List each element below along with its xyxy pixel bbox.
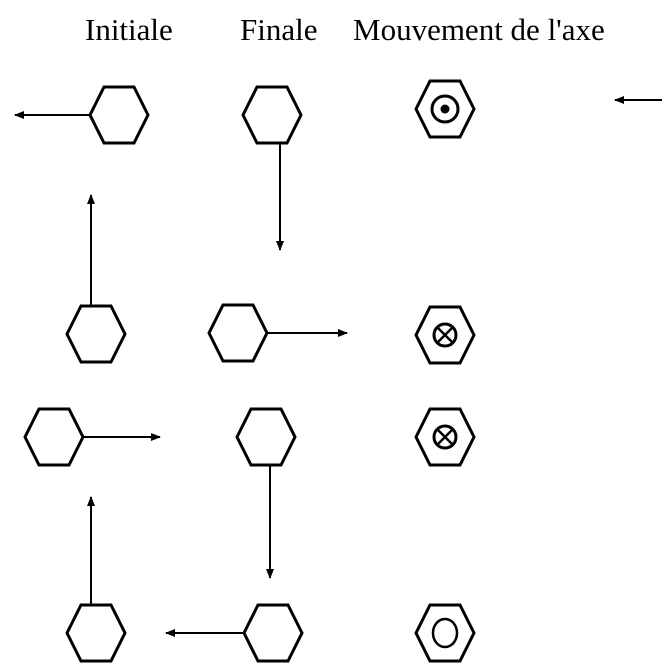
hexagon-row1-axis — [414, 79, 476, 139]
header-finale: Finale — [240, 12, 318, 47]
hexagon-row2-final — [207, 303, 269, 363]
hexagon-row3-initial — [23, 407, 85, 467]
dot-in-circle-icon — [430, 94, 460, 124]
cross-in-circle-icon — [432, 424, 458, 450]
hexagon-row3-final — [235, 407, 297, 467]
hexagon-row4-final — [242, 603, 304, 663]
hexagon-row2-initial — [65, 304, 127, 364]
hexagon-row4-axis — [414, 603, 476, 663]
hexagon-row4-initial — [65, 603, 127, 663]
cross-in-circle-icon — [432, 322, 458, 348]
header-initiale: Initiale — [85, 12, 173, 47]
hexagon-row2-axis — [414, 305, 476, 365]
hexagon-row3-axis — [414, 407, 476, 467]
header-mouvement-axe: Mouvement de l'axe — [353, 12, 605, 47]
hexagon-row1-final — [241, 85, 303, 145]
hexagon-row1-initial — [88, 85, 150, 145]
empty-circle-icon — [431, 617, 459, 649]
